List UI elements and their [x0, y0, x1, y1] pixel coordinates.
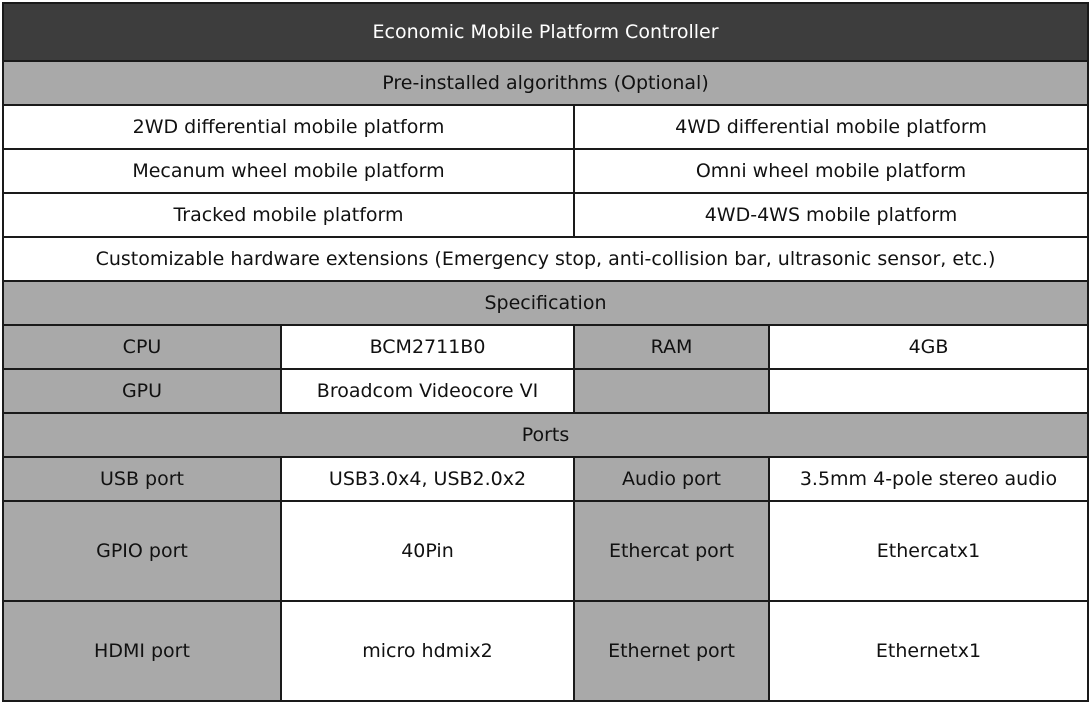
algorithms-section-header: Pre-installed algorithms (Optional)	[1, 60, 1089, 106]
specification-section-header: Specification	[1, 280, 1089, 326]
algorithms-header-row: Pre-installed algorithms (Optional)	[1, 60, 1089, 106]
algorithm-cell: 4WD differential mobile platform	[572, 104, 1089, 150]
port-label: USB port	[2, 456, 282, 502]
port-value: 3.5mm 4-pole stereo audio	[767, 456, 1089, 502]
spec-value: 4GB	[767, 324, 1089, 370]
port-label: GPIO port	[2, 500, 282, 602]
port-value: micro hdmix2	[280, 600, 575, 702]
extensions-row: Customizable hardware extensions (Emerge…	[1, 236, 1089, 282]
port-row: GPIO port 40Pin Ethercat port Ethercatx1	[2, 500, 1089, 602]
port-value: 40Pin	[280, 500, 575, 602]
port-value: USB3.0x4, USB2.0x2	[280, 456, 575, 502]
ports-section-header: Ports	[1, 412, 1089, 458]
spec-value	[767, 368, 1089, 414]
ports-header-row: Ports	[1, 412, 1089, 458]
spec-value: BCM2711B0	[280, 324, 575, 370]
specification-header-row: Specification	[1, 280, 1089, 326]
port-value: Ethercatx1	[767, 500, 1089, 602]
spec-value: Broadcom Videocore VI	[280, 368, 575, 414]
spec-label: CPU	[2, 324, 282, 370]
title-row: Economic Mobile Platform Controller	[1, 2, 1089, 62]
port-label: Ethercat port	[573, 500, 770, 602]
algorithm-cell: Mecanum wheel mobile platform	[2, 148, 575, 194]
spec-row: CPU BCM2711B0 RAM 4GB	[2, 324, 1089, 370]
port-label: Audio port	[573, 456, 770, 502]
port-value: Ethernetx1	[767, 600, 1089, 702]
port-row: HDMI port micro hdmix2 Ethernet port Eth…	[2, 600, 1089, 702]
hardware-extensions-cell: Customizable hardware extensions (Emerge…	[1, 236, 1089, 282]
spec-label: RAM	[573, 324, 770, 370]
spec-row: GPU Broadcom Videocore VI	[2, 368, 1089, 414]
algorithm-cell: 4WD-4WS mobile platform	[572, 192, 1089, 238]
algorithm-cell: Omni wheel mobile platform	[572, 148, 1089, 194]
port-label: Ethernet port	[573, 600, 770, 702]
spec-label: GPU	[2, 368, 282, 414]
algorithm-cell: Tracked mobile platform	[2, 192, 575, 238]
algorithm-cell: 2WD differential mobile platform	[2, 104, 575, 150]
port-label: HDMI port	[2, 600, 282, 702]
spec-label	[573, 368, 770, 414]
algorithm-row: Mecanum wheel mobile platform Omni wheel…	[2, 148, 1089, 194]
port-row: USB port USB3.0x4, USB2.0x2 Audio port 3…	[2, 456, 1089, 502]
algorithm-row: 2WD differential mobile platform 4WD dif…	[2, 104, 1089, 150]
page-title: Economic Mobile Platform Controller	[1, 2, 1089, 62]
algorithm-row: Tracked mobile platform 4WD-4WS mobile p…	[2, 192, 1089, 238]
